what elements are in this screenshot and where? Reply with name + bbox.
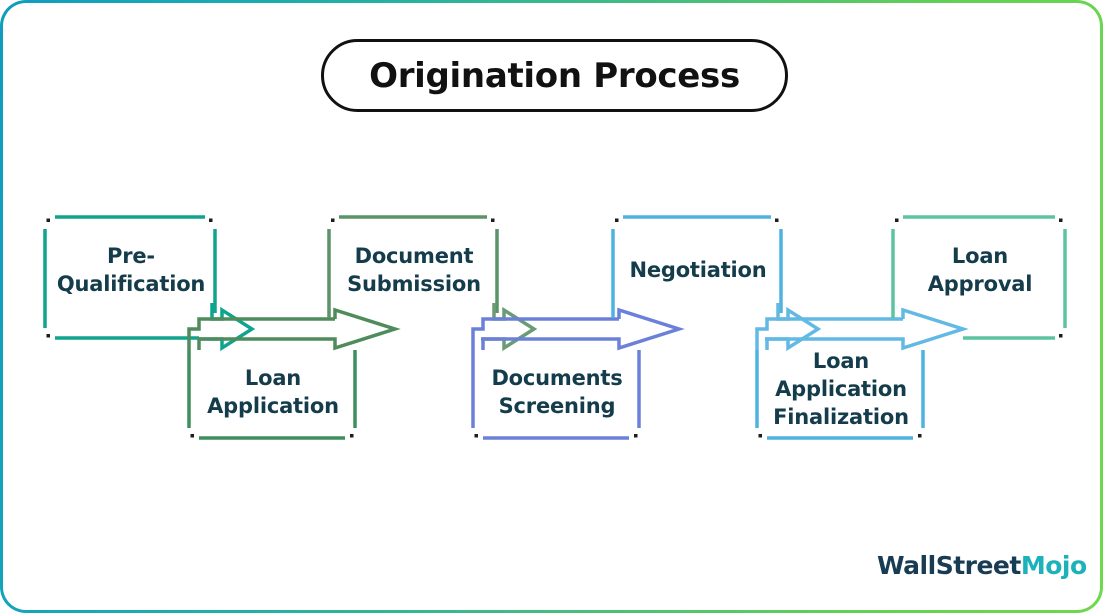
logo-word-mojo: Mojo — [1020, 550, 1087, 580]
connector-arrow-6 — [755, 307, 969, 351]
node-document-submission[interactable] — [327, 215, 499, 318]
label-document-submission: Document Submission — [347, 244, 481, 296]
label-loan-approval: Loan Approval — [927, 244, 1033, 296]
wallstreetmojo-logo[interactable]: WallStreetMojo — [869, 539, 1087, 591]
label-documents-screening: Documents Screening — [491, 366, 623, 418]
label-pre-qualification: Pre- Qualification — [56, 244, 206, 296]
logo-wordmark: WallStreetMojo — [877, 551, 1087, 580]
page-title: Origination Process — [369, 55, 740, 96]
label-negotiation: Negotiation — [629, 258, 767, 283]
node-pre-qualification[interactable] — [43, 215, 217, 340]
logo-word-wallstreet: WallStreet — [877, 550, 1021, 580]
connector-arrow-2 — [187, 307, 401, 351]
process-flow-diagram — [43, 215, 1067, 440]
label-loan-application: Loan Application — [207, 366, 339, 418]
page-canvas: Origination Process — [3, 3, 1100, 610]
node-loan-approval[interactable] — [891, 215, 1067, 340]
node-documents-screening[interactable] — [471, 350, 641, 440]
node-loan-application[interactable] — [187, 350, 357, 440]
node-negotiation[interactable] — [611, 215, 783, 318]
connector-arrow-4 — [471, 307, 685, 351]
node-loan-application-finalization[interactable] — [755, 350, 925, 440]
label-loan-application-finalization: Loan Application Finalization — [773, 349, 909, 429]
page-title-pill: Origination Process — [321, 39, 788, 112]
